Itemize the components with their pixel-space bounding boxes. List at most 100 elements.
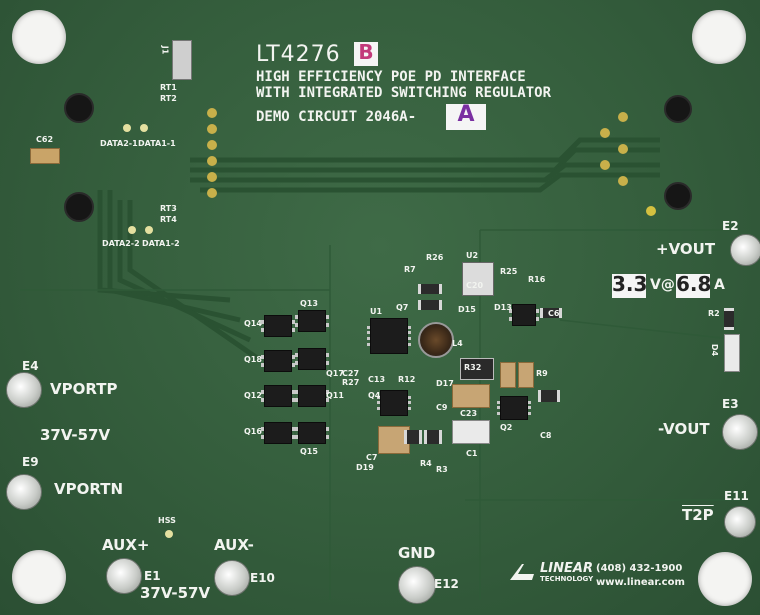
resistor (540, 308, 562, 318)
label-rt2: RT2 (160, 94, 177, 103)
test-pad (145, 226, 153, 234)
linear-logo-icon (508, 562, 538, 582)
label-r12: R12 (398, 375, 416, 384)
resistor (418, 300, 442, 310)
label-c20: C20 (466, 281, 484, 290)
label-vportp: VPORTP (50, 380, 118, 398)
test-pad (128, 226, 136, 234)
component-u1 (367, 318, 411, 354)
label-c23: C23 (460, 409, 478, 418)
terminal-e11[interactable] (724, 506, 756, 538)
jack-pin-hole (664, 95, 692, 123)
test-pad (140, 124, 148, 132)
component-q7 (509, 304, 539, 326)
terminal-e1[interactable] (106, 558, 142, 594)
label-aux-plus: AUX+ (102, 536, 150, 554)
revision-mark: B (354, 42, 378, 66)
label-r4: R4 (420, 459, 432, 468)
terminal-e10[interactable] (214, 560, 250, 596)
terminal-e12[interactable] (398, 566, 436, 604)
label-r9: R9 (536, 369, 548, 378)
label-q11: Q11 (326, 391, 344, 400)
label-c27: C27 (342, 369, 360, 378)
terminal-e9[interactable] (6, 474, 42, 510)
capacitor (500, 362, 516, 388)
mounting-hole-bottom-right (698, 552, 752, 606)
label-aux-range: 37V-57V (140, 584, 211, 602)
output-current: 6.8 (676, 272, 712, 298)
terminal-e3[interactable] (722, 414, 758, 450)
via-pad (646, 206, 656, 216)
label-r27: R27 (342, 378, 360, 387)
logo-text: LINEAR (540, 561, 593, 576)
label-e9: E9 (22, 455, 39, 469)
label-vout-plus: +VOUT (656, 240, 716, 258)
component-q2 (497, 396, 531, 420)
label-e4: E4 (22, 359, 39, 373)
component-q14 (261, 315, 295, 337)
label-q18: Q18 (244, 355, 262, 364)
label-j1: J1 (160, 45, 170, 55)
component-u2 (462, 262, 494, 296)
label-d17: D17 (436, 379, 454, 388)
label-data1-1: DATA1-1 (138, 139, 176, 148)
label-q15: Q15 (300, 447, 318, 456)
website: www.linear.com (596, 577, 685, 588)
part-number: LT4276 (256, 42, 341, 67)
mounting-hole-bottom-left (12, 550, 66, 604)
label-r7: R7 (404, 265, 416, 274)
resistor (538, 390, 560, 402)
label-u1: U1 (370, 307, 383, 316)
label-q13: Q13 (300, 299, 318, 308)
label-q2: Q2 (500, 423, 513, 432)
label-r32: R32 (464, 363, 482, 372)
label-e2: E2 (722, 219, 739, 233)
label-d19: D19 (356, 463, 374, 472)
label-c7: C7 (366, 453, 378, 462)
label-d13: D13 (494, 303, 512, 312)
component-q11 (295, 385, 329, 407)
label-hss: HSS (158, 516, 176, 525)
label-l4: L4 (452, 339, 463, 348)
label-data1-2: DATA1-2 (142, 239, 180, 248)
title-line-2: WITH INTEGRATED SWITCHING REGULATOR (256, 85, 552, 101)
terminal-e2[interactable] (730, 234, 760, 266)
jack-pin-hole (64, 93, 94, 123)
jack-pin-hole (64, 192, 94, 222)
component-q18 (261, 350, 295, 372)
label-u2: U2 (466, 251, 479, 260)
label-data2-2: DATA2-2 (102, 239, 140, 248)
label-d15: D15 (458, 305, 476, 314)
label-c6: C6 (548, 309, 560, 318)
component-c62 (30, 148, 60, 164)
component-q16 (261, 422, 295, 444)
label-c1: C1 (466, 449, 478, 458)
label-rt1: RT1 (160, 83, 177, 92)
capacitor (518, 362, 534, 388)
component-q12 (261, 385, 295, 407)
label-e10: E10 (250, 571, 275, 585)
terminal-e4[interactable] (6, 372, 42, 408)
label-q12: Q12 (244, 391, 262, 400)
test-pad-hss (165, 530, 173, 538)
label-t2p: T2P (682, 506, 714, 524)
label-c62: C62 (36, 135, 54, 144)
demo-circuit-label: DEMO CIRCUIT 2046A- (256, 109, 417, 125)
label-q17: Q17 (326, 369, 344, 378)
label-e12: E12 (434, 577, 459, 591)
label-rt3: RT3 (160, 204, 177, 213)
label-r2: R2 (708, 309, 720, 318)
label-c9: C9 (436, 403, 448, 412)
logo-subtext: TECHNOLOGY (540, 575, 594, 583)
phone-number: (408) 432-1900 (596, 563, 683, 574)
component-r2 (724, 308, 734, 330)
assembly-mark: A (446, 104, 486, 130)
component-l4 (418, 322, 454, 358)
label-e3: E3 (722, 397, 739, 411)
resistor (418, 284, 442, 294)
component-j1 (172, 40, 192, 80)
resistor (424, 430, 442, 444)
label-q7: Q7 (396, 303, 409, 312)
label-aux-minus: AUX- (214, 536, 254, 554)
label-r3: R3 (436, 465, 448, 474)
